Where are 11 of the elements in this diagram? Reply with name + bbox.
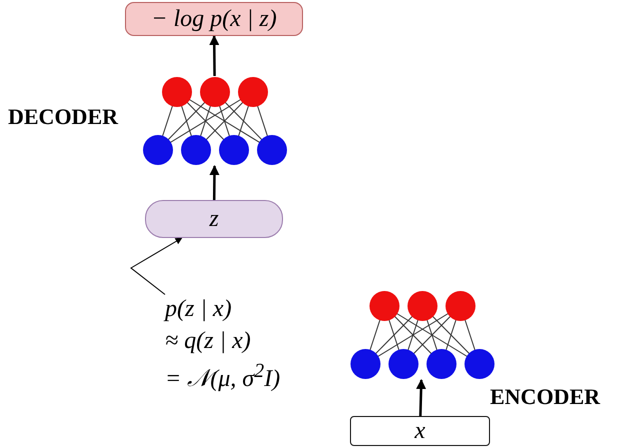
latent-box: z (145, 200, 283, 238)
output-box: − log p(x | z) (125, 2, 303, 36)
network-label: ENCODER (490, 384, 600, 410)
arrow (209, 35, 220, 76)
formula-text: p(z | x) ≈ q(z | x) = 𝒩(μ, σ$^{2}$I) (165, 293, 287, 391)
neural-network-drawing (140, 76, 290, 166)
leader-line (130, 238, 182, 295)
arrow (209, 165, 220, 200)
network-label: DECODER (8, 104, 118, 130)
arrow (416, 379, 426, 416)
input-box: x (350, 416, 490, 446)
